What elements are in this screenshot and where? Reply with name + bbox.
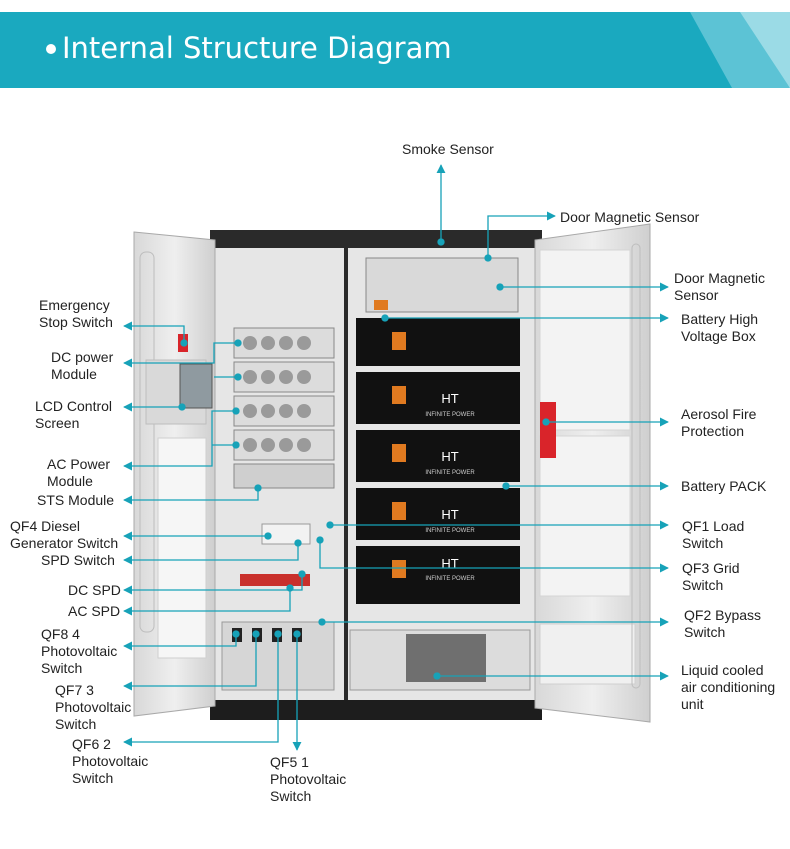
label-ac-power-module: AC Power Module xyxy=(47,456,111,489)
label-emergency-stop-switch: Emergency Stop Switch xyxy=(39,297,113,330)
label-qf8-4-photovoltaic-switch: QF8 4 Photovoltaic Switch xyxy=(41,626,118,676)
label-qf6-2-photovoltaic-switch: QF6 2 Photovoltaic Switch xyxy=(72,736,149,786)
label-smoke-sensor: Smoke Sensor xyxy=(402,141,494,157)
battery-brand-text: HT xyxy=(441,507,458,522)
label-door-magnetic-sensor-top: Door Magnetic Sensor xyxy=(560,209,700,225)
battery-tagline-text: INFINITE POWER xyxy=(425,412,475,418)
title-bullet-icon xyxy=(46,44,56,54)
leader-lines xyxy=(123,164,669,751)
label-qf3-grid-switch: QF3 Grid Switch xyxy=(682,560,740,593)
battery-rack xyxy=(349,257,531,691)
label-liquid-cooled-ac-unit: Liquid cooled air conditioning unit xyxy=(681,662,776,712)
label-spd-switch: SPD Switch xyxy=(41,552,115,568)
battery-brand-text: HT xyxy=(441,391,458,406)
label-qf4-diesel-generator-switch: QF4 Diesel Generator Switch xyxy=(10,518,119,551)
label-qf5-1-photovoltaic-switch: QF5 1 Photovoltaic Switch xyxy=(270,754,347,804)
page-title: Internal Structure Diagram xyxy=(62,31,452,65)
battery-brand-text: HT xyxy=(441,449,458,464)
label-aerosol-fire-protection: Aerosol Fire Protection xyxy=(681,406,757,439)
label-qf1-load-switch: QF1 Load Switch xyxy=(682,518,745,551)
right-door xyxy=(534,223,651,723)
left-door xyxy=(133,231,216,717)
header-banner: Internal Structure Diagram xyxy=(0,0,790,88)
label-battery-pack: Battery PACK xyxy=(681,478,767,494)
battery-tagline-text: INFINITE POWER xyxy=(425,528,475,534)
header-band-shape xyxy=(0,12,790,88)
label-dc-spd: DC SPD xyxy=(68,582,121,598)
battery-brand-text: HT xyxy=(441,556,458,571)
label-qf7-3-photovoltaic-switch: QF7 3 Photovoltaic Switch xyxy=(55,682,132,732)
battery-tagline-text: INFINITE POWER xyxy=(425,470,475,476)
label-lcd-control-screen: LCD Control Screen xyxy=(35,398,113,431)
label-battery-high-voltage-box: Battery High Voltage Box xyxy=(681,311,759,344)
label-ac-spd: AC SPD xyxy=(68,603,121,619)
label-dc-power-module: DC power Module xyxy=(51,349,114,382)
label-door-magnetic-sensor: Door Magnetic Sensor xyxy=(674,270,766,303)
label-sts-module: STS Module xyxy=(37,492,115,508)
battery-tagline-text: INFINITE POWER xyxy=(425,576,475,582)
label-qf2-bypass-switch: QF2 Bypass Switch xyxy=(684,607,762,640)
